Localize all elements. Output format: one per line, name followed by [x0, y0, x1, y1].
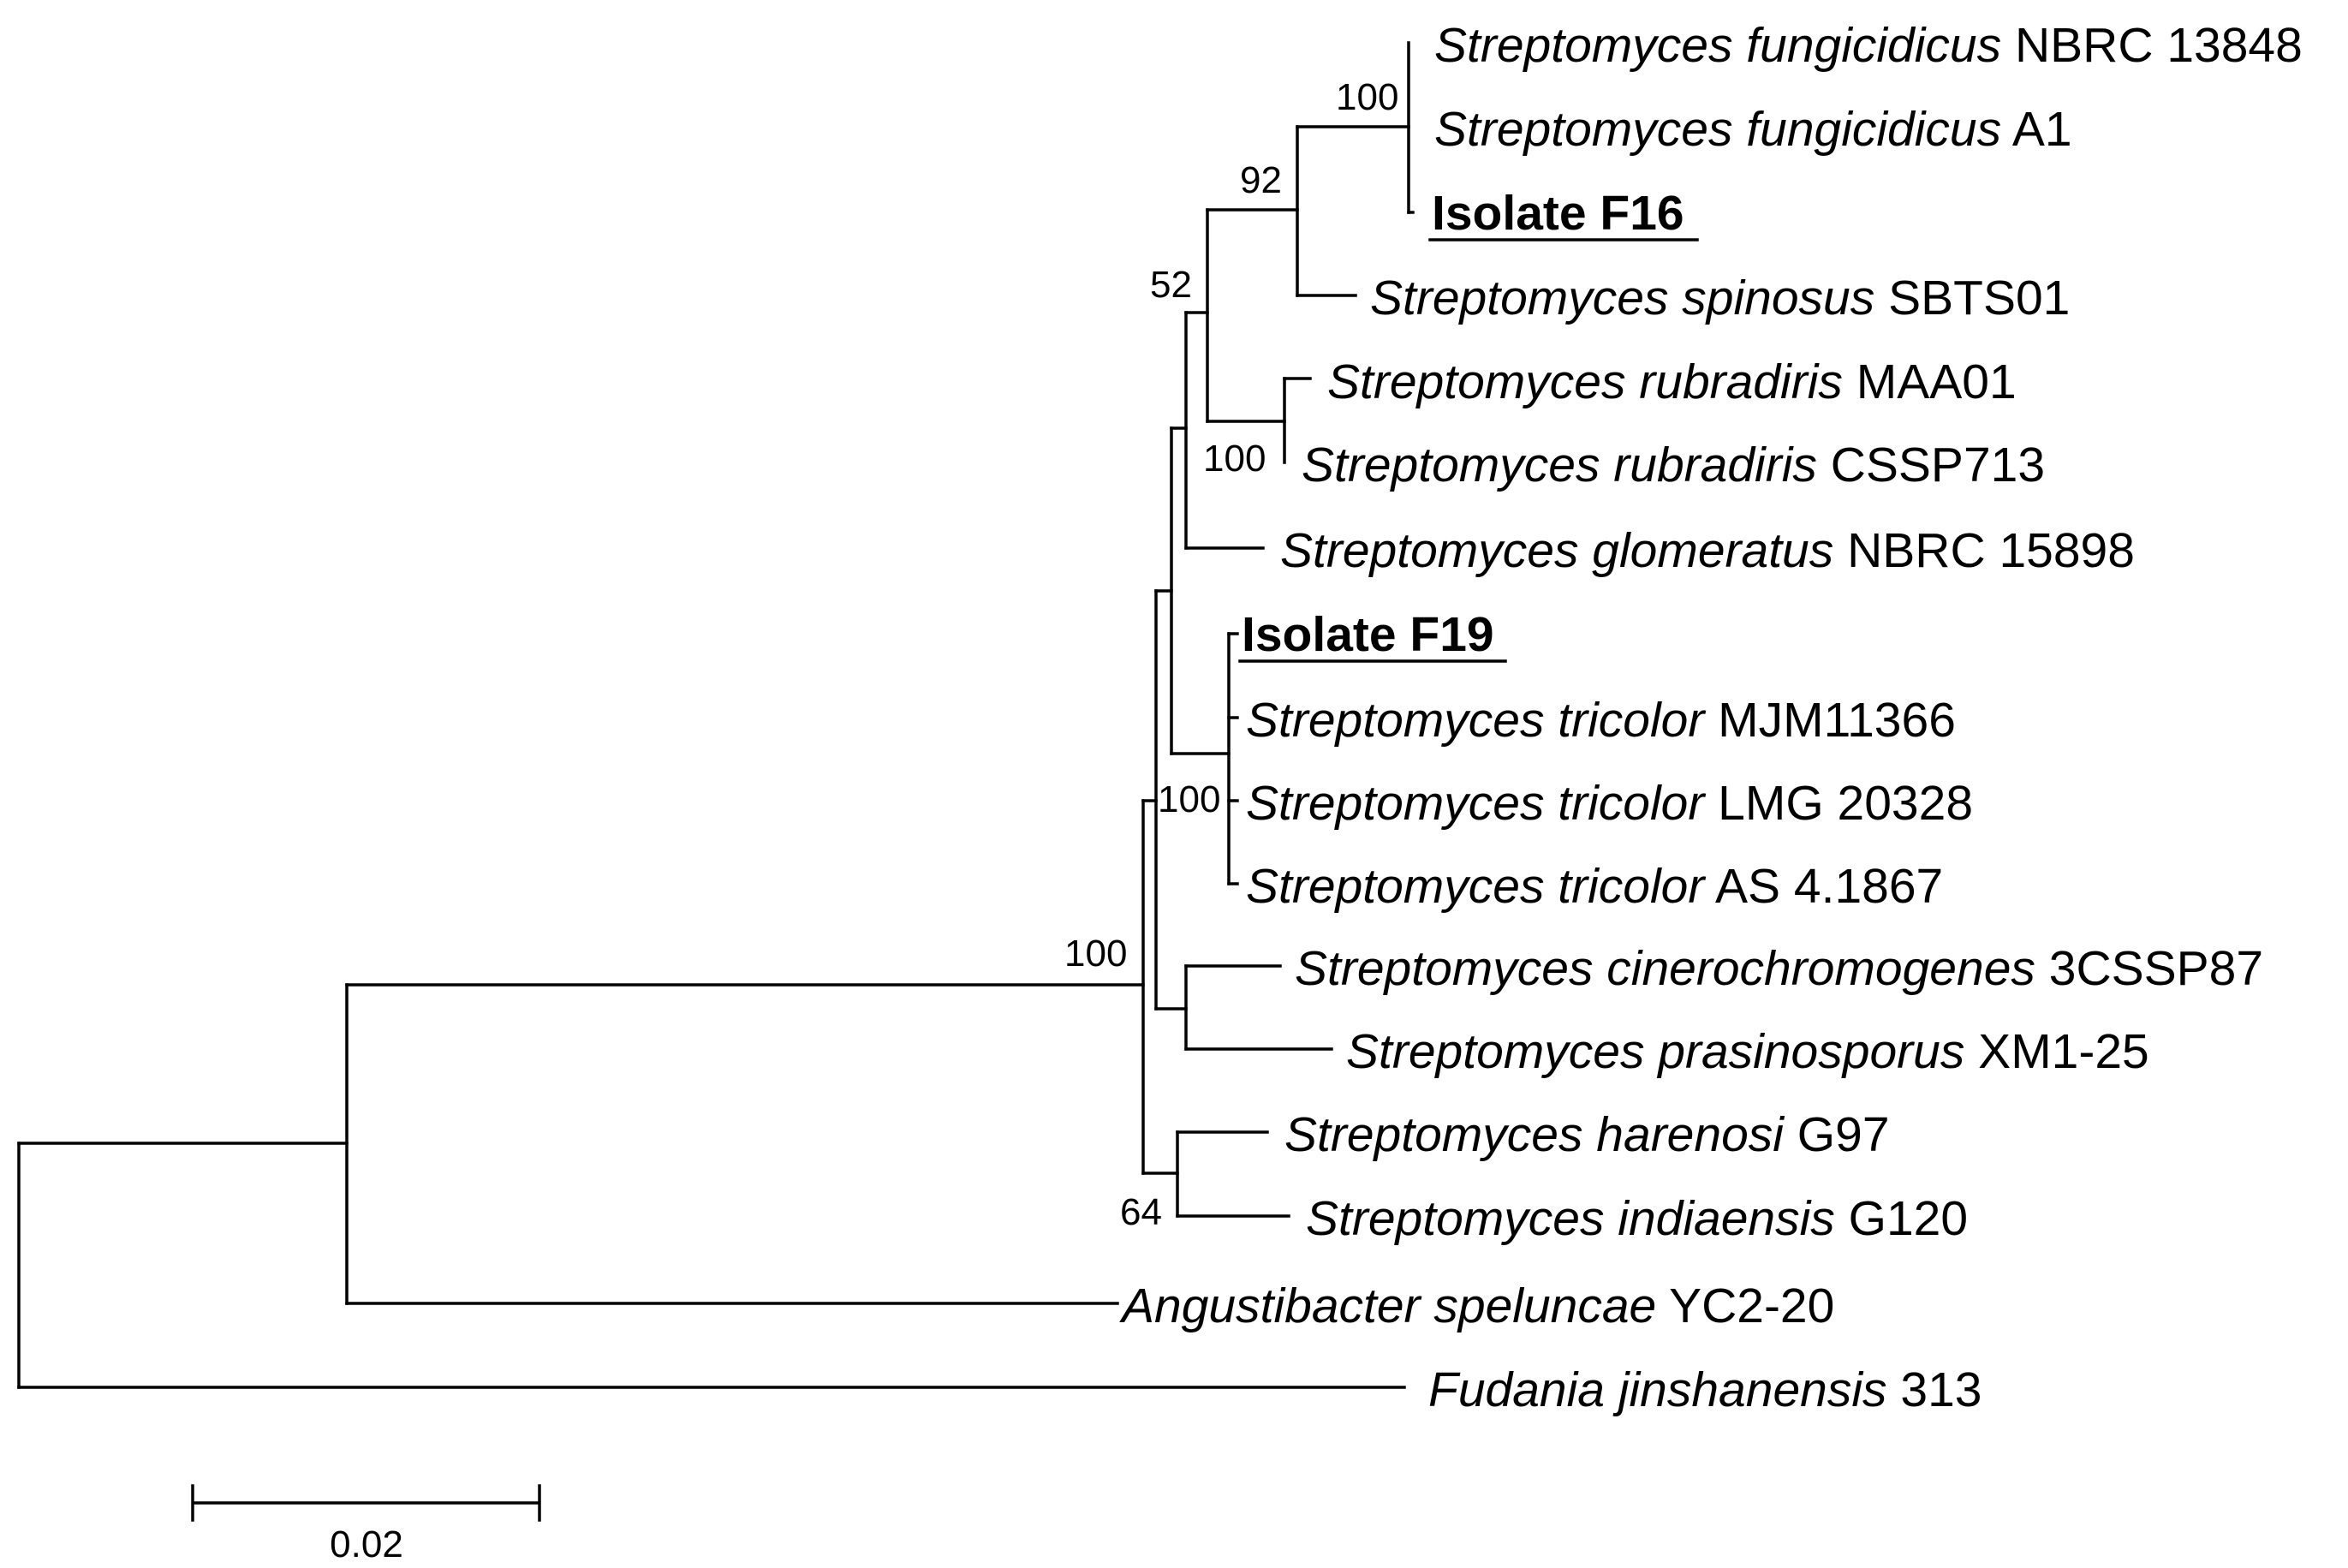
leaf-label: Streptomyces tricolor MJM11366	[1246, 693, 1956, 748]
leaf-label: Fudania jinshanensis 313	[1428, 1362, 1981, 1417]
leaf-label: Streptomyces tricolor AS 4.1867	[1246, 859, 1943, 914]
bootstrap-streptomyces: 100	[1064, 933, 1127, 975]
scale-bar-line	[191, 1484, 541, 1522]
leaf-label: Streptomyces prasinosporus XM1-25	[1346, 1024, 2149, 1079]
bootstrap-fungicidicus: 100	[1336, 76, 1398, 118]
leaf-label: Streptomyces rubradiris CSSP713	[1302, 438, 2045, 492]
leaf-label: Streptomyces tricolor LMG 20328	[1246, 776, 1973, 831]
leaf-label: Angustibacter speluncae YC2-20	[1119, 1279, 1834, 1333]
leaf-label: Streptomyces glomeratus NBRC 15898	[1280, 523, 2135, 578]
leaf-label: Streptomyces fungicidicus NBRC 13848	[1434, 18, 2303, 73]
isolate-f16-label: Isolate F16	[1432, 186, 1684, 241]
scale-bar-label: 0.02	[330, 1523, 403, 1565]
tree-branches	[17, 41, 1415, 1522]
leaf-label: Streptomyces indiaensis G120	[1306, 1191, 1968, 1246]
leaf-label: Streptomyces cinerochromogenes 3CSSP87	[1295, 941, 2263, 996]
bootstrap-values: 100 92 52 100 100 100 64	[1064, 76, 1398, 1233]
isolate-f19-label: Isolate F19	[1242, 607, 1494, 662]
bootstrap-upper-clade: 52	[1150, 264, 1192, 306]
bootstrap-harenosi-indiaensis: 64	[1120, 1191, 1162, 1233]
bootstrap-fungicidicus-spinosus: 92	[1240, 159, 1282, 201]
leaf-label: Streptomyces spinosus SBTS01	[1370, 271, 2070, 325]
leaf-label: Streptomyces harenosi G97	[1284, 1107, 1890, 1162]
leaf-labels: Streptomyces fungicidicus NBRC 13848 Str…	[1119, 18, 2303, 1417]
bootstrap-tricolor: 100	[1158, 778, 1220, 820]
leaf-label: Streptomyces fungicidicus A1	[1434, 102, 2072, 157]
bootstrap-rubradiris: 100	[1203, 438, 1266, 480]
leaf-label: Streptomyces rubradiris MAA01	[1327, 355, 2017, 409]
